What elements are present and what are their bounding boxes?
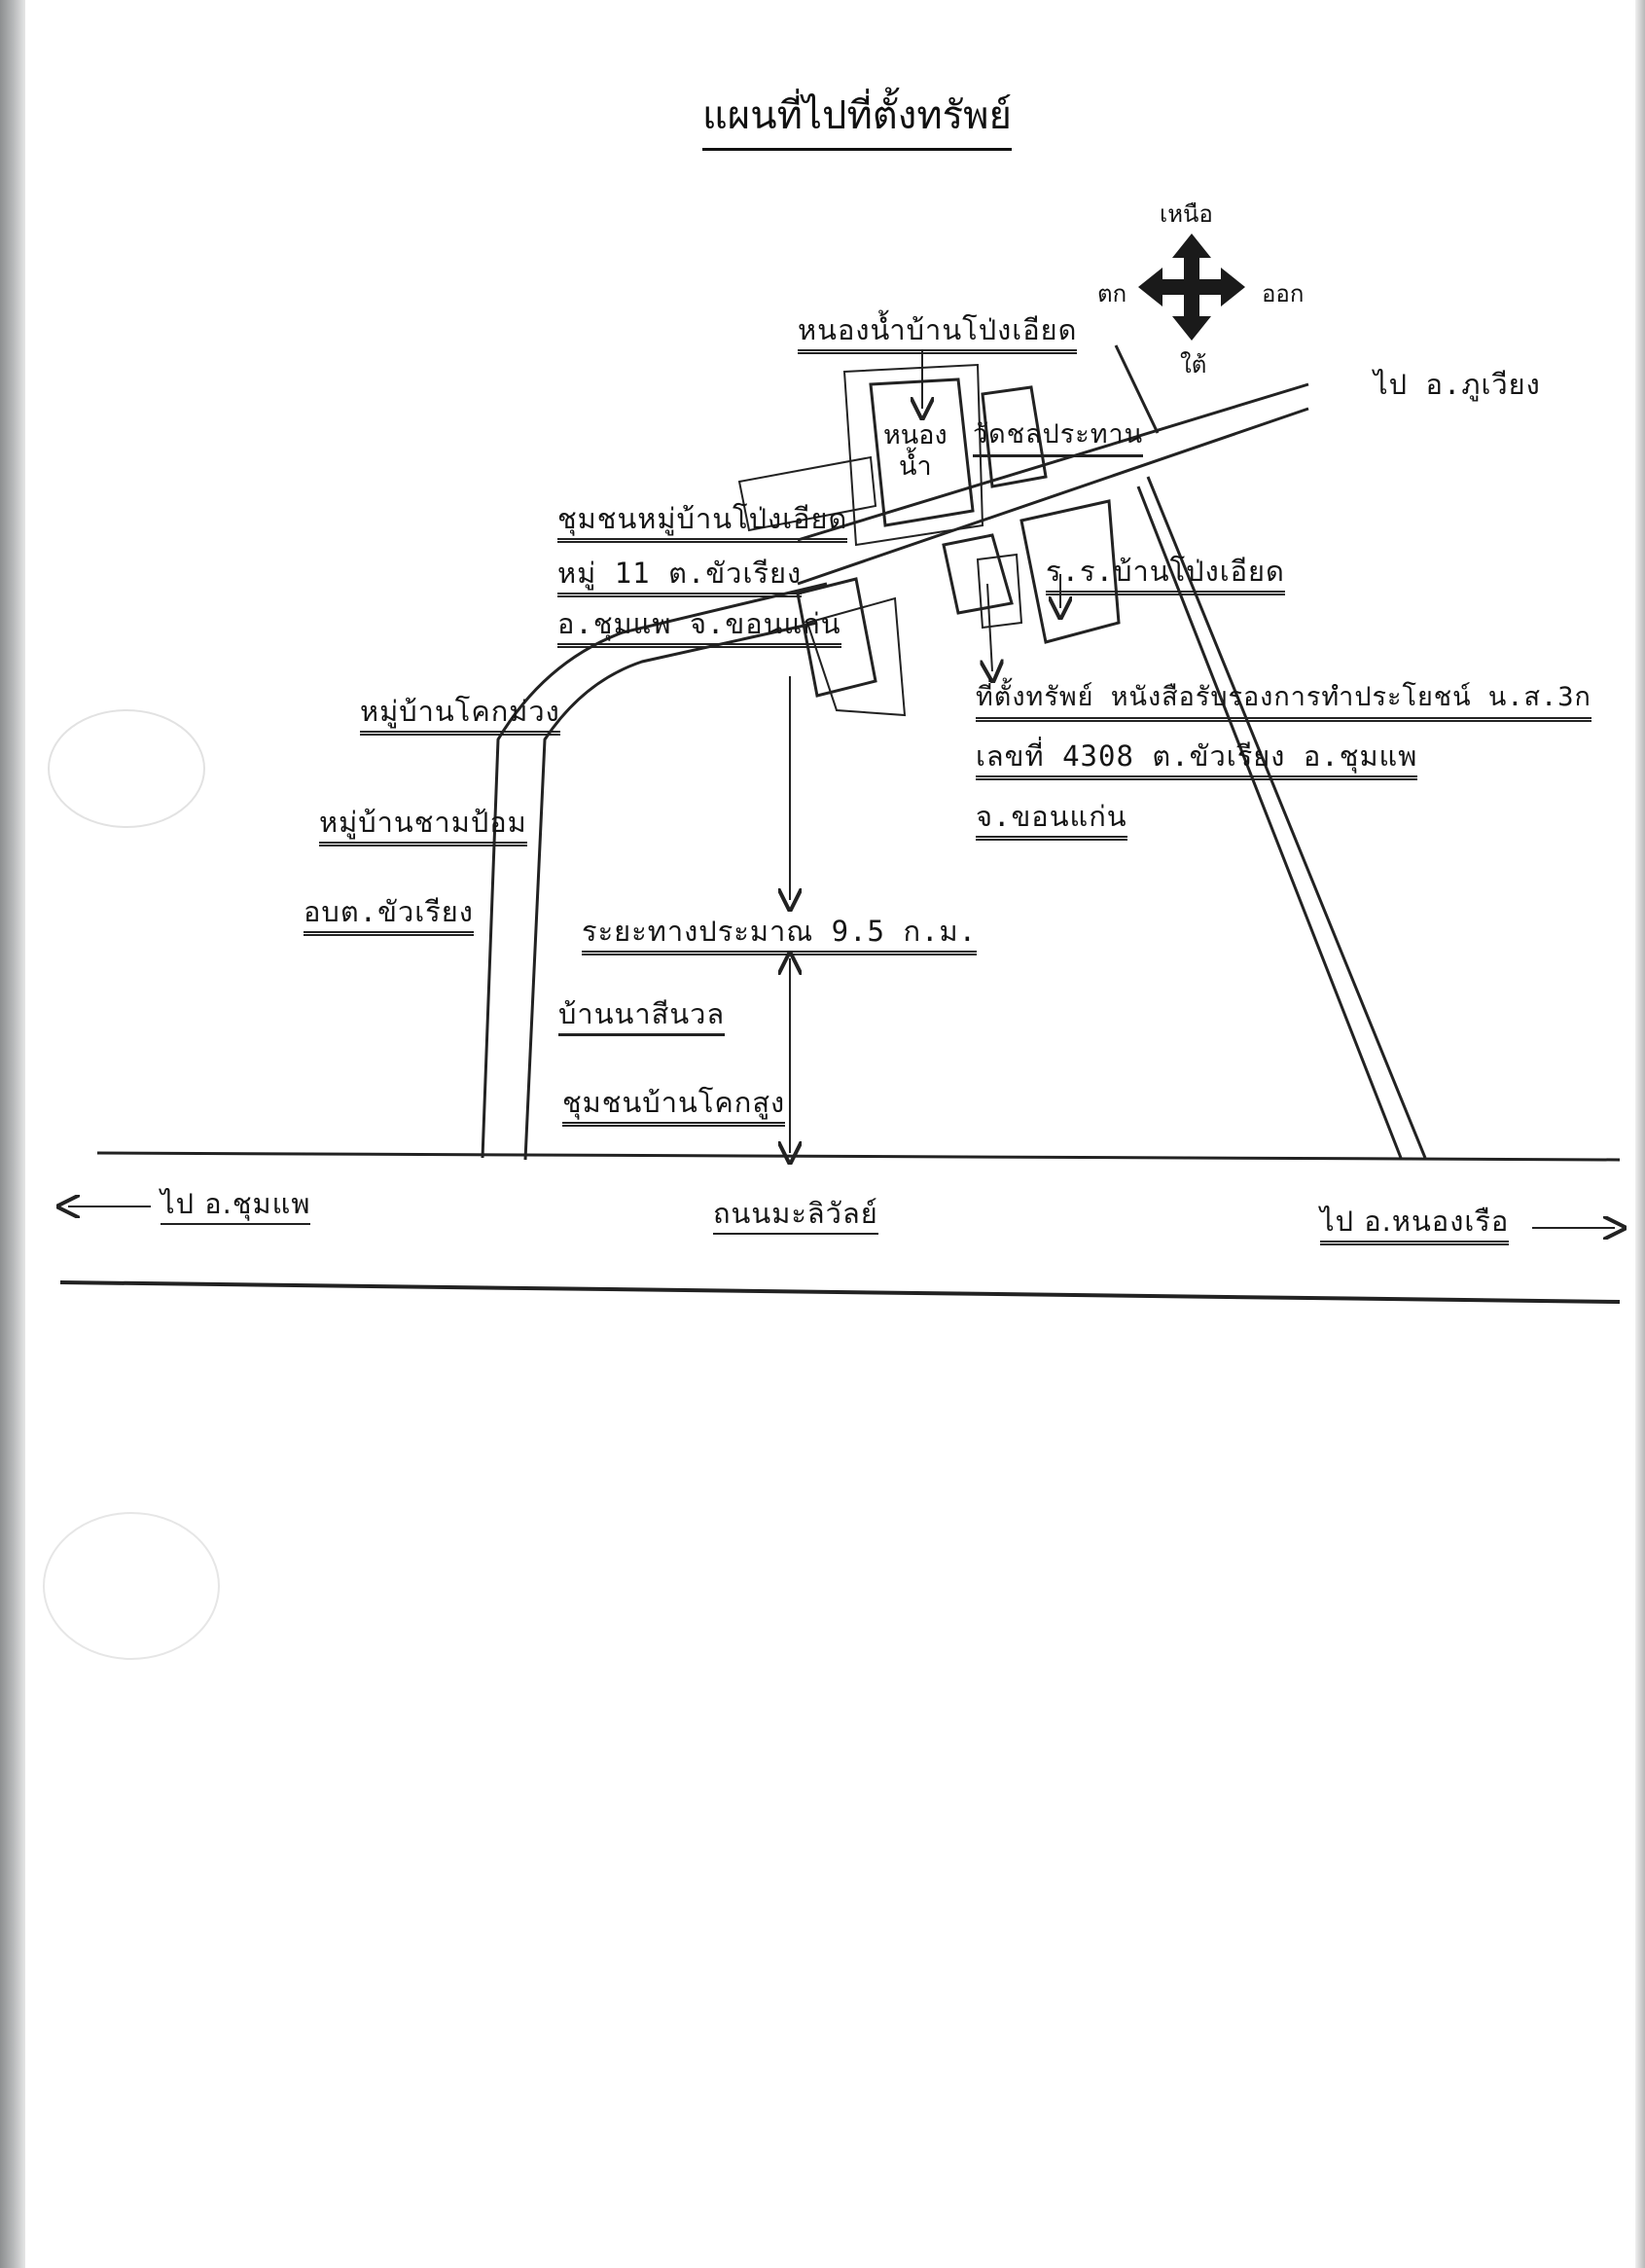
property-pointer-arrow: [987, 583, 992, 671]
road-to-phu-wiang-south: [797, 407, 1309, 586]
label-community-line1: ชุมชนหมู่บ้านโป่งเอียด: [557, 502, 848, 543]
property-plot: [976, 553, 1023, 630]
highway-bottom-edge: [59, 1280, 1621, 1304]
label-to-nong-ruea: ไป อ.หนองเรือ: [1320, 1205, 1510, 1245]
stamp-smudge-1: [48, 709, 205, 828]
page-title: แผนที่ไปที่ตั้งทรัพย์: [702, 84, 1012, 151]
label-ban-khok-sung: ชุมชนบ้านโคกสูง: [562, 1086, 786, 1127]
label-village-cham-pom: หมู่บ้านชามป้อม: [319, 806, 527, 846]
label-to-phu-wiang: ไป อ.ภูเวียง: [1374, 368, 1541, 401]
compass-west-label: ตก: [1097, 280, 1127, 307]
label-property-line2: เลขที่ 4308 ต.ขัวเรียง อ.ชุมแพ: [976, 739, 1418, 780]
pond-area-outline: [842, 363, 984, 547]
compass-north-label: เหนือ: [1160, 200, 1213, 228]
label-to-chum-phae: ไป อ.ชุมแพ: [161, 1187, 311, 1225]
pond-outline: [869, 378, 975, 527]
label-property-line1: ที่ตั้งทรัพย์ หนังสือรับรองการทำประโยชน์…: [976, 681, 1591, 722]
short-road-right: [1114, 344, 1160, 434]
scanner-edge-left: [0, 0, 25, 2268]
building-block-2: [796, 577, 877, 698]
village-road-west-edge: [481, 582, 828, 1159]
label-pond-line2: น้ำ: [899, 451, 932, 482]
label-school: ร.ร.บ้านโป่งเอียด: [1046, 555, 1285, 595]
highway-top-edge: [96, 1151, 1621, 1162]
label-road-mali-walai: ถนนมะลิวัลย์: [713, 1197, 878, 1235]
scanner-edge-right: [1635, 0, 1645, 2268]
label-distance: ระยะทางประมาณ 9.5 ก.ม.: [582, 915, 978, 955]
compass-east-label: ออก: [1262, 280, 1305, 307]
label-community-line2: หมู่ 11 ต.ขัวเรียง: [557, 557, 803, 597]
school-block: [1019, 499, 1121, 644]
diagonal-road-west: [1136, 486, 1403, 1159]
building-block-3: [805, 596, 907, 717]
stamp-smudge-2: [43, 1512, 220, 1660]
label-pond-village: หนองน้ำบ้านโป่งเอียด: [798, 313, 1078, 354]
label-community-line3: อ.ชุมแพ จ.ขอนแก่น: [557, 607, 841, 648]
label-village-khok-muang: หมู่บ้านโคกม่วง: [360, 695, 560, 736]
label-pond: หนอง น้ำ: [883, 420, 948, 483]
compass-rose-icon: [1138, 234, 1245, 341]
diagonal-road-east: [1146, 476, 1427, 1159]
village-road-east-edge: [523, 621, 818, 1161]
label-property-line3: จ.ขอนแก่น: [976, 800, 1127, 841]
building-block-1: [737, 455, 877, 532]
building-block-4: [942, 533, 1014, 615]
label-pond-line1: หนอง: [883, 420, 948, 450]
label-sao-khua-riang: อบต.ขัวเรียง: [304, 895, 474, 936]
label-temple: วัดชลประทาน: [973, 418, 1144, 457]
compass-south-label: ใต้: [1180, 351, 1207, 378]
label-ban-na-si-nuan: บ้านนาสีนวล: [558, 997, 726, 1036]
